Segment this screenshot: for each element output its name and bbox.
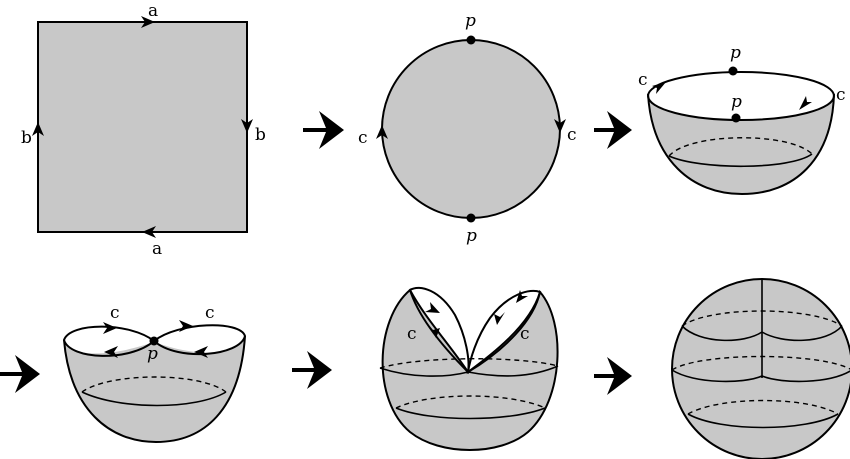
arrow-left-leaf-top [425,302,440,313]
label-c-left-lobe: c [110,303,120,323]
arrow-right-c [554,119,566,133]
sphere-low-front [687,413,839,429]
square-panel: a a b b [21,1,266,259]
sphere [671,278,850,459]
bowl-body [648,94,834,194]
label-a-bottom: a [152,239,162,259]
point-p-rim-back [728,66,738,76]
disk [381,39,561,219]
label-c-right-lobe: c [205,303,215,323]
bowl-front-latitude [668,153,813,168]
label-p-pinch: p [147,344,158,364]
transition-arrow-1 [303,111,344,149]
sphere-upper-back [681,310,843,327]
fold-front-latitude-left [379,367,469,377]
point-p-pinch [149,336,159,346]
transition-arrow-4 [292,351,332,389]
sphere-low-back [687,399,839,415]
pinched-back-latitude [81,376,227,393]
closed-sphere-panel [671,278,850,459]
label-p-rim-back: p [730,43,741,63]
label-c-left-leaf: c [407,324,417,344]
sphere-mid-back [671,355,850,371]
fold-front-latitude-right [467,365,559,377]
fold-lower-back-latitude [395,395,546,409]
arrow-rim-right-c [799,96,812,110]
transition-arrow-3 [0,355,40,393]
disk-panel: p p c c [358,11,577,246]
arrow-top-a [141,16,155,28]
label-p-bottom: p [466,226,477,246]
label-b-left: b [21,128,32,148]
sphere-mid-left-front [671,369,763,383]
square [37,21,248,233]
label-p-top: p [465,11,476,31]
fold-left-leaf [408,286,470,375]
point-p-bottom [466,213,476,223]
arrow-left-lobe-bottom [104,346,118,358]
point-p-top [466,35,476,45]
label-c-right-leaf: c [520,324,530,344]
folding-sphere-panel: c c [379,286,559,451]
label-a-top: a [148,1,158,21]
bowl-rim [647,71,835,121]
arrow-left-c [376,125,388,139]
pinched-front-latitude [81,391,227,407]
fold-back-latitude [379,358,559,369]
arrow-right-leaf-top [494,312,505,325]
label-c-rim-left: c [638,70,648,90]
label-p-rim-front: p [731,92,742,112]
arrow-left-lobe-top [103,322,117,334]
label-b-right: b [255,125,266,145]
label-c-left: c [358,128,368,148]
label-c-right: c [567,125,577,145]
fold-lower-front-latitude [395,407,546,420]
sphere-upper-left-front [681,325,763,342]
pinched-bowl-body [64,336,245,442]
pinched-bowl-panel: c c p [62,303,247,444]
transition-arrow-5 [594,357,632,395]
arrow-right-b [241,119,253,133]
bowl-panel: p p c c [638,43,846,196]
sphere-mid-right-front [761,370,850,383]
bowl-back-latitude [668,137,813,157]
arrow-right-lobe-top [179,320,193,332]
arrow-bottom-a [142,226,156,238]
label-c-rim-right: c [836,85,846,105]
arrow-left-b [32,122,44,136]
point-p-rim-front [731,113,741,123]
transition-arrow-2 [594,111,632,149]
arrow-right-lobe-bottom [194,346,208,358]
arrow-right-leaf-bottom [516,290,528,303]
arrow-left-leaf-bottom [428,324,440,338]
pinched-bowl-outline [63,335,246,444]
sphere-upper-right-front [761,325,843,342]
bowl-outline [647,93,835,196]
arrow-rim-left-c [652,82,666,94]
